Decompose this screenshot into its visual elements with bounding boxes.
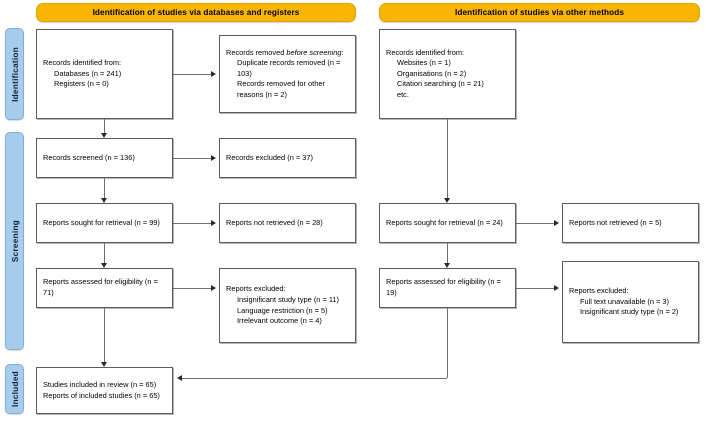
- connector-other-sought-to-not-retrieved: [516, 223, 554, 224]
- reports-not-retrieved-label: Reports not retrieved: [226, 217, 296, 227]
- records-screened-count: (n = 136): [105, 152, 135, 162]
- other-reports-excluded-heading: Reports excluded:: [569, 286, 629, 296]
- reports-excluded-language: Language restriction (n = 5): [237, 305, 328, 315]
- connector-sought-to-not-retrieved: [173, 223, 211, 224]
- arrowhead-other-assessed-to-excluded: [554, 284, 559, 291]
- connector-identified-to-screened: [104, 119, 105, 133]
- box-other-reports-not-retrieved: Reports not retrieved (n = 5): [562, 203, 699, 243]
- arrowhead-sought-to-assessed: [100, 263, 107, 268]
- banner-databases-and-registers: Identification of studies via databases …: [36, 3, 356, 22]
- arrowhead-sought-to-not-retrieved: [211, 219, 216, 226]
- arrowhead-assessed-to-included: [100, 362, 107, 367]
- banner-other-methods: Identification of studies via other meth…: [379, 3, 700, 22]
- arrowhead-assessed-to-excluded: [211, 284, 216, 291]
- reports-sought-label: Reports sought for retrieval: [43, 217, 133, 227]
- other-reports-not-retrieved-count: (n = 5): [640, 217, 662, 227]
- studies-included-count: (n = 65): [130, 379, 157, 389]
- connector-assessed-to-excluded: [173, 288, 211, 289]
- arrowhead-identified-to-removed: [211, 70, 216, 77]
- box-reports-sought: Reports sought for retrieval (n = 99): [36, 203, 173, 243]
- reports-excluded-heading: Reports excluded:: [226, 284, 286, 294]
- connector-identified-to-removed: [173, 74, 211, 75]
- records-removed-other-reasons: Records removed for other reasons (n = 2…: [237, 79, 325, 99]
- reports-of-included-label: Reports of included studies: [43, 390, 133, 400]
- arrowhead-other-to-included: [177, 374, 182, 381]
- stage-label-identification: Identification: [5, 28, 24, 120]
- box-other-reports-assessed: Reports assessed for eligibility (n = 19…: [379, 268, 516, 308]
- box-reports-excluded: Reports excluded: Insignificant study ty…: [219, 268, 356, 343]
- records-excluded-count: (n = 37): [287, 152, 313, 162]
- stage-label-included: Included: [5, 364, 24, 414]
- connector-other-assessed-down: [447, 308, 448, 378]
- box-records-identified: Records identified from: Databases (n = …: [36, 29, 173, 119]
- arrowhead-other-sought-to-not-retrieved: [554, 219, 559, 226]
- records-identified-line1: Records identified from:: [43, 58, 122, 68]
- studies-included-label: Studies included in review: [43, 379, 129, 389]
- arrowhead-screened-to-sought: [100, 198, 107, 203]
- box-records-removed-before-screening: Records removed before screening: Duplic…: [219, 35, 356, 113]
- connector-other-sought-to-assessed: [447, 243, 448, 263]
- arrowhead-identified-to-screened: [100, 133, 107, 138]
- box-records-excluded: Records excluded (n = 37): [219, 138, 356, 178]
- connector-other-to-included: [182, 378, 447, 379]
- other-reports-assessed-label: Reports assessed for eligibility: [386, 277, 486, 287]
- stage-label-screening: Screening: [5, 132, 24, 350]
- other-identified-citation-searching: Citation searching (n = 21): [397, 79, 484, 89]
- other-reports-sought-label: Reports sought for retrieval: [386, 217, 476, 227]
- other-identified-etc: etc.: [397, 89, 409, 99]
- records-removed-heading: Records removed before screening:: [226, 47, 344, 57]
- banner-other-methods-label: Identification of studies via other meth…: [455, 8, 624, 17]
- records-removed-duplicates: Duplicate records removed (n = 103): [237, 58, 341, 78]
- connector-screened-to-sought: [104, 178, 105, 198]
- stage-included-text: Included: [9, 370, 20, 408]
- other-identified-websites: Websites (n = 1): [397, 58, 451, 68]
- reports-not-retrieved-count: (n = 28): [297, 217, 323, 227]
- other-identified-organisations: Organisations (n = 2): [397, 68, 467, 78]
- records-screened-label: Records screened: [43, 152, 103, 162]
- arrowhead-screened-to-excluded: [211, 154, 216, 161]
- box-studies-included: Studies included in review (n = 65) Repo…: [36, 367, 173, 414]
- other-reports-excluded-full-text: Full text unavailable (n = 3): [580, 296, 669, 306]
- reports-assessed-label: Reports assessed for eligibility: [43, 277, 143, 287]
- other-reports-sought-count: (n = 24): [477, 217, 503, 227]
- arrowhead-other-identified-to-sought: [443, 198, 450, 203]
- reports-sought-count: (n = 99): [134, 217, 160, 227]
- reports-excluded-outcome: Irrelevant outcome (n = 4): [237, 316, 322, 326]
- box-records-screened: Records screened (n = 136): [36, 138, 173, 178]
- stage-screening-text: Screening: [9, 219, 20, 263]
- connector-sought-to-assessed: [104, 243, 105, 263]
- connector-other-assessed-to-excluded: [516, 288, 554, 289]
- box-other-reports-sought: Reports sought for retrieval (n = 24): [379, 203, 516, 243]
- reports-of-included-count: (n = 65): [134, 390, 160, 400]
- other-identified-line1: Records identified from:: [386, 47, 465, 57]
- box-other-records-identified: Records identified from: Websites (n = 1…: [379, 29, 516, 119]
- stage-identification-text: Identification: [9, 46, 20, 102]
- banner-databases-label: Identification of studies via databases …: [92, 8, 300, 17]
- connector-assessed-to-included: [104, 308, 105, 362]
- box-reports-not-retrieved: Reports not retrieved (n = 28): [219, 203, 356, 243]
- other-reports-assessed-count: (n = 19): [386, 277, 501, 297]
- box-other-reports-excluded: Reports excluded: Full text unavailable …: [562, 261, 699, 343]
- reports-excluded-insignificant: Insignificant study type (n = 11): [237, 294, 339, 304]
- other-reports-not-retrieved-label: Reports not retrieved: [569, 217, 639, 227]
- box-reports-assessed: Reports assessed for eligibility (n = 71…: [36, 268, 173, 308]
- other-reports-excluded-insignificant: Insignificant study type (n = 2): [580, 307, 679, 317]
- reports-assessed-count: (n = 71): [43, 277, 158, 297]
- connector-other-identified-to-sought: [447, 119, 448, 198]
- arrowhead-other-sought-to-assessed: [443, 263, 450, 268]
- records-identified-databases: Databases (n = 241): [54, 68, 122, 78]
- connector-screened-to-excluded: [173, 158, 211, 159]
- records-excluded-label: Records excluded: [226, 152, 286, 162]
- records-identified-registers: Registers (n = 0): [54, 79, 109, 89]
